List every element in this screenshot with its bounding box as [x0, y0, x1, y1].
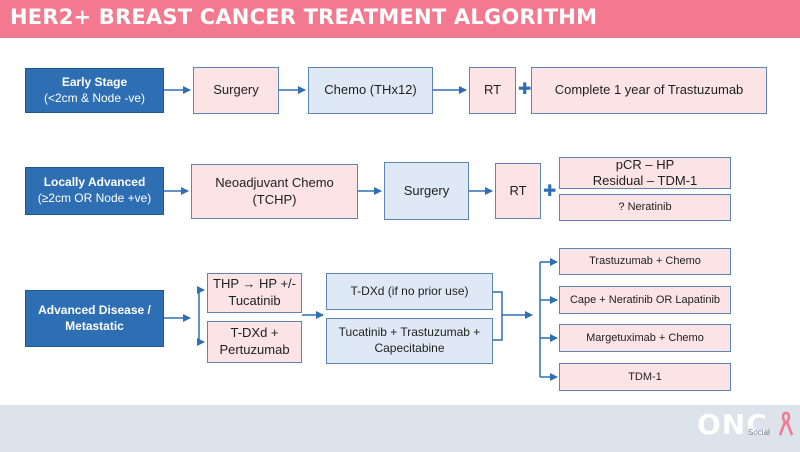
local-surgery-box: Surgery	[384, 162, 469, 220]
stage-early: Early Stage (<2cm & Node -ve)	[25, 68, 164, 113]
plus-icon: ✚	[518, 79, 532, 98]
stage-local-title: Locally Advanced	[43, 175, 146, 190]
early-chemo-box: Chemo (THx12)	[308, 67, 433, 114]
onc-logo: ONC	[697, 408, 768, 441]
adv-option-1: Trastuzumab + Chemo	[559, 248, 731, 275]
stage-local: Locally Advanced (≥2cm OR Node +ve)	[25, 167, 164, 215]
local-pcr-text: pCR – HP	[615, 157, 675, 173]
stage-advanced: Advanced Disease / Metastatic	[25, 290, 164, 347]
adv-tdxd-box: T-DXd (if no prior use)	[326, 273, 493, 310]
local-neo-box: Neoadjuvant Chemo (TCHP)	[191, 164, 358, 219]
stage-early-sub: (<2cm & Node -ve)	[43, 90, 146, 105]
awareness-ribbon-icon	[779, 411, 793, 436]
adv-option-4: TDM-1	[559, 363, 731, 391]
adv-option-2: Cape + Neratinib OR Lapatinib	[559, 286, 731, 314]
plus-icon: ✚	[543, 181, 557, 200]
adv-tucatinib-box: Tucatinib + Trastuzumab + Capecitabine	[326, 318, 493, 364]
onc-logo-sub: Social	[748, 428, 770, 437]
adv-option-3: Margetuximab + Chemo	[559, 324, 731, 352]
early-final-box: Complete 1 year of Trastuzumab	[531, 67, 767, 114]
early-rt-box: RT	[469, 67, 516, 114]
adv-tdxd-pert-box: T-DXd + Pertuzumab	[207, 321, 302, 363]
page-title: HER2+ BREAST CANCER TREATMENT ALGORITHM	[10, 5, 598, 29]
stage-local-sub: (≥2cm OR Node +ve)	[37, 191, 152, 205]
bracket-adv-right	[493, 291, 503, 341]
adv-thp-box: THP → HP +/- Tucatinib	[207, 273, 302, 313]
header-banner: HER2+ BREAST CANCER TREATMENT ALGORITHM	[0, 0, 800, 38]
stage-early-title: Early Stage	[61, 74, 128, 89]
local-neratinib-box: ? Neratinib	[559, 194, 731, 221]
local-pcr-box: pCR – HP Residual – TDM-1	[559, 157, 731, 189]
local-rt-box: RT	[495, 163, 541, 219]
stage-advanced-title: Advanced Disease / Metastatic	[38, 302, 151, 333]
local-residual-text: Residual – TDM-1	[592, 173, 698, 188]
footer-bar	[0, 405, 800, 452]
early-surgery-box: Surgery	[193, 67, 279, 114]
